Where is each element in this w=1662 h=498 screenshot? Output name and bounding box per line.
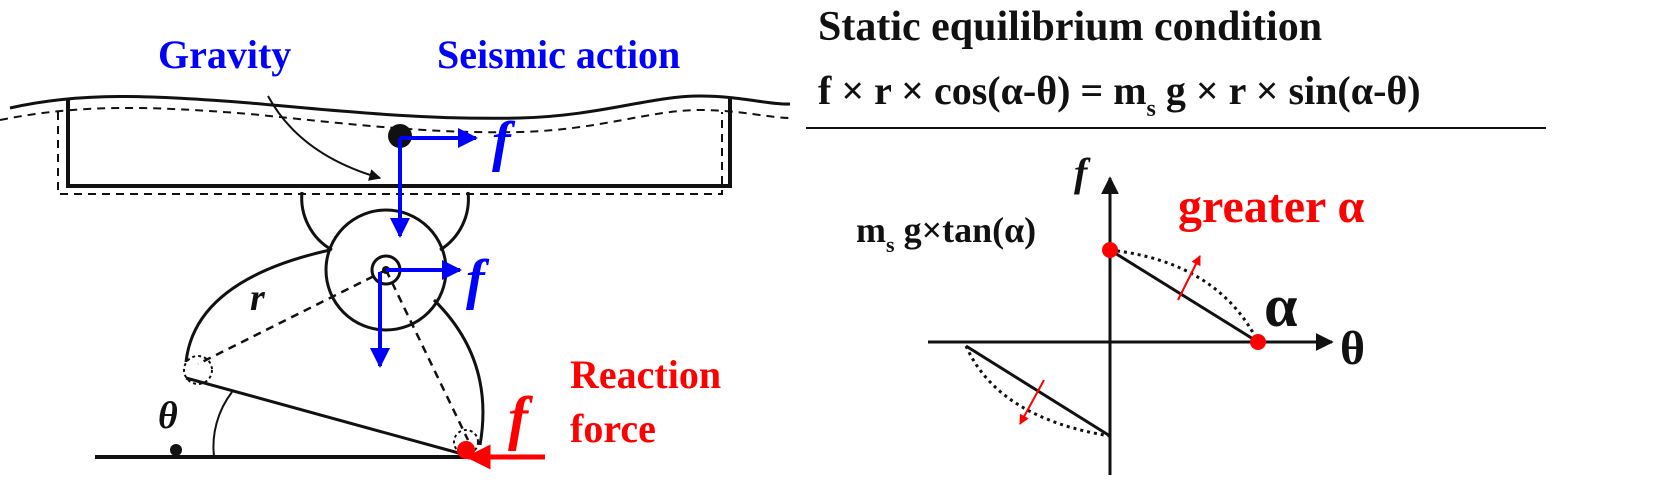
upper-cup-left	[300, 191, 333, 252]
force-label-top: f	[492, 111, 516, 173]
force-label-mid: f	[466, 249, 490, 311]
theta-point	[170, 444, 182, 456]
radius-label: r	[250, 277, 266, 319]
pivot-left-dotted	[183, 355, 213, 385]
gravity-label: Gravity	[158, 32, 291, 77]
equation-body: f × r × cos(α-θ) = ms g × r × sin(α-θ)	[818, 68, 1421, 122]
equation-part2: g × r × sin(α-θ)	[1156, 68, 1421, 113]
theta-label: θ	[158, 395, 178, 437]
isolator-diagram: Gravity Seismic action f f r θ f Reactio…	[0, 32, 791, 470]
rocking-sector-left	[184, 248, 331, 363]
intercept-label-sub: s	[886, 232, 895, 257]
response-line-upper	[1109, 248, 1259, 344]
rocking-sector-right	[432, 298, 485, 446]
intercept-label-rest: g×tan(α)	[895, 210, 1037, 250]
greater-alpha-arrow-down	[1019, 379, 1045, 425]
intercept-point-alpha	[1250, 334, 1266, 350]
intercept-point-f	[1102, 242, 1118, 258]
alpha-label: α	[1264, 273, 1298, 339]
tilted-plate	[185, 376, 467, 457]
floor-surface-solid	[9, 94, 791, 120]
equation-sub-s: s	[1147, 96, 1156, 122]
y-axis-label: f	[1074, 150, 1091, 195]
radius-dashed-left	[197, 268, 387, 366]
reaction-force-f-label: f	[508, 385, 533, 451]
response-curve-lower	[964, 345, 1111, 438]
reaction-force-label-line2: force	[570, 406, 656, 451]
greater-alpha-arrow-up	[1177, 255, 1201, 301]
greater-alpha-label: greater α	[1178, 180, 1364, 233]
response-curve-upper	[1109, 248, 1260, 343]
theta-arc	[212, 391, 233, 458]
force-theta-graph: f θ α greater α ms g×tan(α)	[856, 150, 1365, 475]
equilibrium-equation: Static equilibrium condition f × r × cos…	[806, 4, 1546, 129]
structure-box-displaced	[57, 112, 723, 195]
equation-title: Static equilibrium condition	[818, 4, 1322, 50]
x-axis-label: θ	[1340, 322, 1365, 375]
reaction-force-label-line1: Reaction	[570, 352, 721, 397]
intercept-label: ms g×tan(α)	[856, 210, 1036, 257]
intercept-label-m: m	[856, 210, 886, 250]
seismic-action-label: Seismic action	[437, 32, 680, 77]
gravity-pointer	[267, 95, 382, 181]
upper-cup-right	[439, 191, 470, 252]
radius-dashed-right	[384, 269, 470, 441]
equation-part1: f × r × cos(α-θ) = m	[818, 68, 1147, 113]
